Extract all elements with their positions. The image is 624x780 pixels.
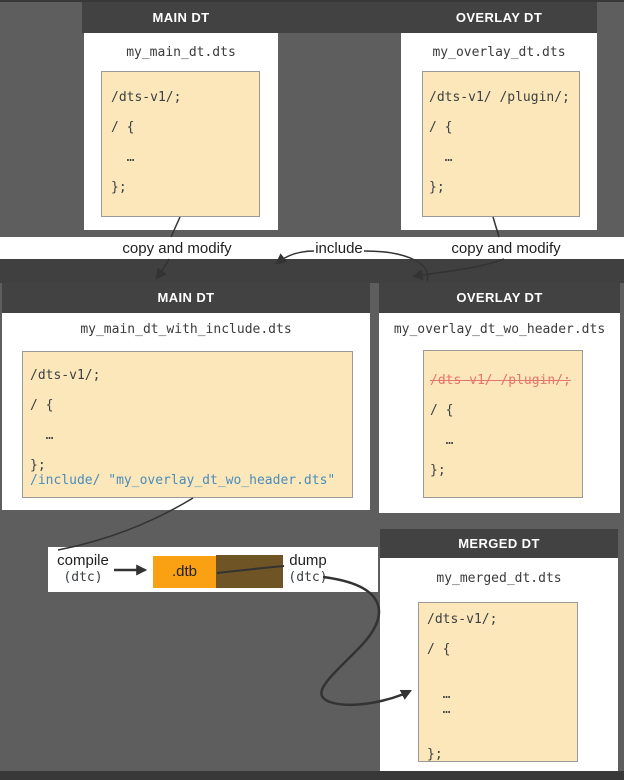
row1-overlay-code-text: /dts-v1/ /plugin/; / { … };: [429, 90, 570, 195]
row1-main-code-block: /dts-v1/; / { … };: [101, 71, 260, 217]
row2-main-dt-box: my_main_dt_with_include.dts /dts-v1/; / …: [2, 313, 370, 510]
row1-main-dt-box: my_main_dt.dts /dts-v1/; / { … };: [84, 33, 278, 230]
merged-code-block: /dts-v1/; / { … … };: [418, 602, 578, 762]
row1-overlay-code-block: /dts-v1/ /plugin/; / { … };: [422, 71, 580, 217]
label-copy-and-modify-right: copy and modify: [451, 240, 561, 257]
row1-main-filename: my_main_dt.dts: [126, 45, 236, 60]
row1-overlay-filename: my_overlay_dt.dts: [432, 45, 566, 60]
removed-header-line: /dts-v1/ /plugin/;: [430, 373, 571, 388]
include-line: /include/ "my_overlay_dt_wo_header.dts": [30, 473, 336, 488]
merged-filename: my_merged_dt.dts: [436, 571, 562, 586]
compile-label-group: compile (dtc): [50, 552, 116, 586]
row2-overlay-filename: my_overlay_dt_wo_header.dts: [393, 322, 606, 337]
dtb-box: .dtb: [153, 556, 216, 588]
row2-main-dt-header: MAIN DT: [2, 283, 370, 313]
row1-overlay-dt-box: my_overlay_dt.dts /dts-v1/ /plugin/; / {…: [401, 33, 597, 230]
merged-dt-header: MERGED DT: [380, 529, 618, 558]
row2-overlay-code-after: / { … };: [430, 403, 454, 478]
merged-dt-box: my_merged_dt.dts /dts-v1/; / { … … };: [380, 558, 618, 771]
merged-code-text: /dts-v1/; / { … … };: [427, 612, 498, 762]
dump-label: dump: [289, 552, 327, 569]
row1-main-dt-header: MAIN DT: [152, 10, 210, 25]
compile-tool-label: (dtc): [63, 570, 103, 585]
row2-overlay-dt-header: OVERLAY DT: [379, 283, 620, 313]
brown-artifact-box: [216, 555, 283, 588]
row1-overlay-dt-header: OVERLAY DT: [455, 10, 543, 25]
row2-main-code-text: /dts-v1/; / { … }; /include/ "my_overlay…: [30, 368, 352, 488]
label-copy-and-modify-left: copy and modify: [122, 240, 232, 257]
row2-overlay-code-text: /dts-v1/ /plugin/; / { … };: [430, 373, 582, 478]
row1-header-bar: [82, 2, 597, 33]
top-edge-strip: [0, 0, 624, 2]
flow-band: copy and modify include copy and modify: [0, 237, 624, 259]
dump-label-group: dump (dtc): [277, 552, 339, 586]
row2-main-code-before: /dts-v1/; / { … };: [30, 368, 101, 473]
dump-tool-label: (dtc): [288, 570, 328, 585]
row2-overlay-code-block: /dts-v1/ /plugin/; / { … };: [423, 350, 583, 498]
flow-dark-band: [0, 259, 624, 283]
row2-overlay-dt-box: my_overlay_dt_wo_header.dts /dts-v1/ /pl…: [379, 313, 620, 513]
row2-main-code-block: /dts-v1/; / { … }; /include/ "my_overlay…: [22, 351, 353, 498]
compile-label: compile: [57, 552, 109, 569]
dtb-label: .dtb: [171, 563, 198, 580]
row2-main-filename: my_main_dt_with_include.dts: [80, 322, 292, 337]
row1-main-code-text: /dts-v1/; / { … };: [111, 90, 182, 195]
bottom-edge-strip: [0, 771, 624, 780]
label-include: include: [315, 240, 363, 257]
